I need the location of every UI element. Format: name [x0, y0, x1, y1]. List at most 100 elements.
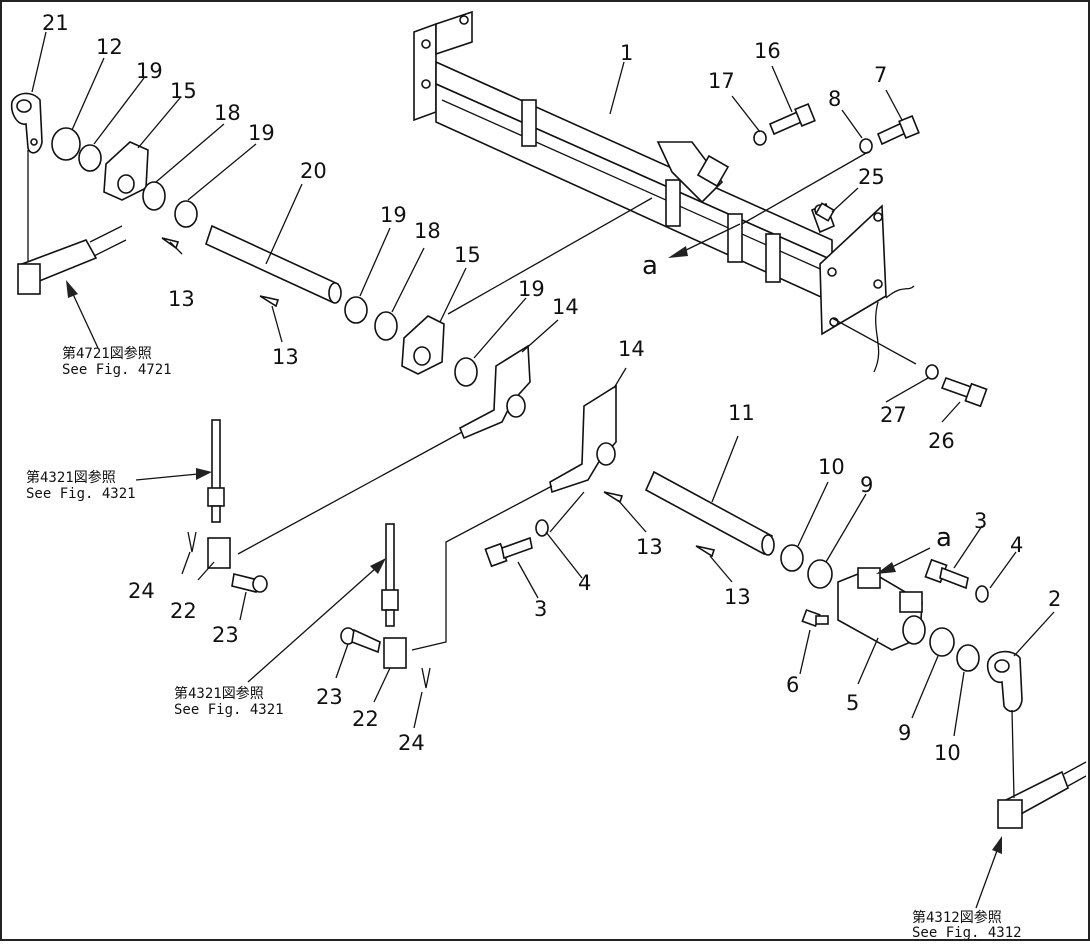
callout-18: 18 [214, 101, 241, 125]
part-19-bearing-c [344, 296, 368, 324]
ref-4321b-jp: 第4321図参照 [174, 685, 264, 702]
callout-25: 25 [858, 165, 885, 189]
part-14-lever-b [549, 384, 617, 494]
part-13-key-a [161, 237, 180, 250]
part-17-washer [753, 130, 767, 146]
callout-23: 23 [212, 623, 239, 647]
callout-13: 13 [272, 345, 299, 369]
callout-5: 5 [846, 691, 859, 715]
callout-24: 24 [128, 579, 155, 603]
arrow-ref-4721 [66, 280, 99, 349]
part-16-bolt [768, 102, 816, 136]
callout-19: 19 [380, 203, 407, 227]
callout-13: 13 [724, 585, 751, 609]
callout-a-lower: a [936, 523, 952, 553]
part-23-pin-a [231, 573, 268, 593]
part-4-washer-b [975, 585, 989, 603]
callout-10: 10 [934, 741, 961, 765]
reference-notes: 第4721図参照 See Fig. 4721 第4321図参照 See Fig.… [26, 345, 1022, 941]
arrow-ref-4321b [247, 558, 386, 683]
part-20-shaft [205, 224, 342, 304]
part-23-pin-b [340, 627, 381, 654]
callout-9: 9 [860, 473, 873, 497]
part-3-bolt-a [484, 536, 533, 568]
callout-24: 24 [398, 731, 425, 755]
callout-3: 3 [534, 597, 547, 621]
arrow-a-upper [668, 223, 741, 258]
callout-18: 18 [414, 219, 441, 243]
leader-lines [27, 31, 1055, 799]
part-24-cotter-b [421, 667, 431, 689]
callout-13: 13 [168, 287, 195, 311]
part-6-grease-nipple [801, 608, 829, 628]
callout-14: 14 [552, 295, 579, 319]
callout-13: 13 [636, 535, 663, 559]
part-9-bushing-b [929, 627, 955, 657]
part-1-frame [413, 10, 915, 373]
callout-19: 19 [136, 59, 163, 83]
callout-26: 26 [928, 429, 955, 453]
callout-19: 19 [248, 121, 275, 145]
part-13-key-c [603, 491, 624, 504]
part-19-bearing-b [174, 200, 198, 228]
ref-4312-en: See Fig. 4312 [912, 925, 1022, 939]
part-27-washer [925, 364, 939, 380]
part-18-bushing-a [142, 181, 166, 211]
callout-10: 10 [818, 455, 845, 479]
part-15-bracket-b [401, 315, 445, 375]
callout-14: 14 [618, 337, 645, 361]
callout-19: 19 [518, 277, 545, 301]
part-2-lever [986, 650, 1023, 713]
callout-22: 22 [170, 599, 197, 623]
callout-4: 4 [578, 571, 591, 595]
ref-4721-en: See Fig. 4721 [62, 362, 172, 378]
part-19-bearing-d [454, 357, 478, 387]
arrow-ref-4321a [135, 468, 212, 481]
callout-9: 9 [898, 721, 911, 745]
part-4-washer-a [535, 519, 549, 537]
part-25-grease-nipple [814, 202, 836, 222]
part-21-lever [10, 92, 43, 154]
part-7-bolt [876, 114, 920, 146]
part-10-seal-b [956, 644, 980, 672]
callout-6: 6 [786, 673, 799, 697]
ref-4321a-en: See Fig. 4321 [26, 486, 136, 502]
callout-7: 7 [874, 63, 887, 87]
callout-20: 20 [300, 159, 327, 183]
callout-a-upper: a [642, 251, 658, 281]
callout-12: 12 [96, 35, 123, 59]
arrow-ref-4312 [975, 836, 1002, 909]
callout-2: 2 [1048, 587, 1061, 611]
callout-16: 16 [754, 39, 781, 63]
part-5-housing [837, 567, 926, 651]
part-11-shaft [644, 470, 775, 556]
part-13-key-d [695, 545, 716, 558]
callout-11: 11 [728, 401, 755, 425]
part-13-key-b [259, 295, 280, 308]
rod-lower [381, 523, 399, 627]
part-8-washer [859, 138, 873, 154]
callout-3: 3 [974, 509, 987, 533]
callout-15: 15 [170, 79, 197, 103]
part-15-bracket-a [103, 141, 149, 201]
callout-27: 27 [880, 403, 907, 427]
ref-4321a-jp: 第4321図参照 [26, 469, 116, 486]
part-19-bearing-a [78, 144, 102, 172]
part-3-bolt-b [924, 558, 969, 590]
part-14-lever-a [458, 344, 531, 440]
callout-21: 21 [42, 11, 69, 35]
part-26-bolt [940, 376, 988, 408]
rod-upper [207, 419, 225, 523]
part-9-bushing-a [807, 559, 833, 589]
arrow-a-lower [876, 547, 931, 574]
callout-15: 15 [454, 243, 481, 267]
ref-4312-jp: 第4312図参照 [912, 909, 1002, 926]
part-24-cotter-a [187, 531, 197, 553]
ref-4721-jp: 第4721図参照 [62, 345, 152, 362]
callout-22: 22 [352, 707, 379, 731]
cable-end-right [997, 761, 1087, 829]
part-12-seal [51, 127, 81, 161]
callout-23: 23 [316, 685, 343, 709]
